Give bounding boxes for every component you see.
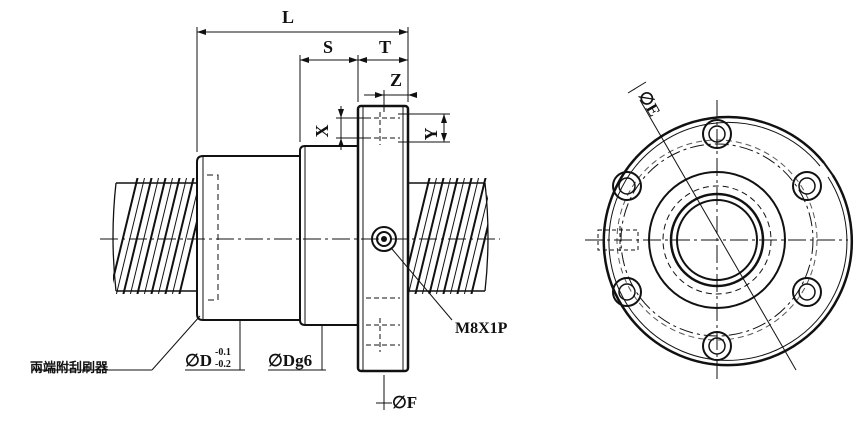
- dim-Y: [398, 113, 450, 143]
- nut-body: [196, 145, 359, 326]
- label-flange-od: ∅F: [392, 393, 417, 412]
- bolt-hole-bottom: [702, 331, 732, 361]
- lube-port-hidden: [597, 226, 639, 254]
- label-T: T: [379, 37, 391, 57]
- label-dia-Dg6: ∅Dg6: [268, 351, 312, 370]
- dim-F: [376, 375, 392, 410]
- label-dia-D: ∅D -0.1 -0.2: [185, 347, 231, 370]
- label-Z: Z: [390, 70, 402, 90]
- leader-lines: [35, 248, 453, 371]
- label-tap-thread: M8X1P: [455, 320, 508, 337]
- dia-D-tol-lower: -0.2: [215, 359, 231, 370]
- side-view: [585, 81, 853, 380]
- dim-Z: [364, 90, 417, 112]
- bolt-hole-top: [702, 119, 732, 149]
- label-wiper-note: 兩端附刮刷器: [30, 360, 109, 376]
- label-bolt-circle: ∅E: [635, 88, 665, 120]
- label-Y: Y: [421, 128, 441, 141]
- dim-X: [336, 106, 370, 150]
- dim-E: [627, 81, 797, 371]
- dim-T: [358, 55, 409, 102]
- bolt-hole-lower-left: [612, 277, 642, 307]
- label-L: L: [282, 7, 294, 27]
- screw-shaft-right: [408, 178, 489, 294]
- dim-S: [299, 55, 359, 142]
- dia-D-text: ∅D: [185, 351, 212, 370]
- label-S: S: [323, 37, 333, 57]
- bolt-holes: [612, 119, 822, 361]
- bolt-hole-upper-left: [612, 171, 642, 201]
- flange-outline: [602, 115, 853, 367]
- dia-D-tol-upper: -0.1: [215, 347, 231, 358]
- label-X: X: [312, 125, 332, 138]
- bolt-hole-lower-right: [792, 277, 822, 307]
- screw-shaft-left: [112, 178, 197, 294]
- front-view: [35, 27, 500, 410]
- bolt-hole-upper-right: [792, 171, 822, 201]
